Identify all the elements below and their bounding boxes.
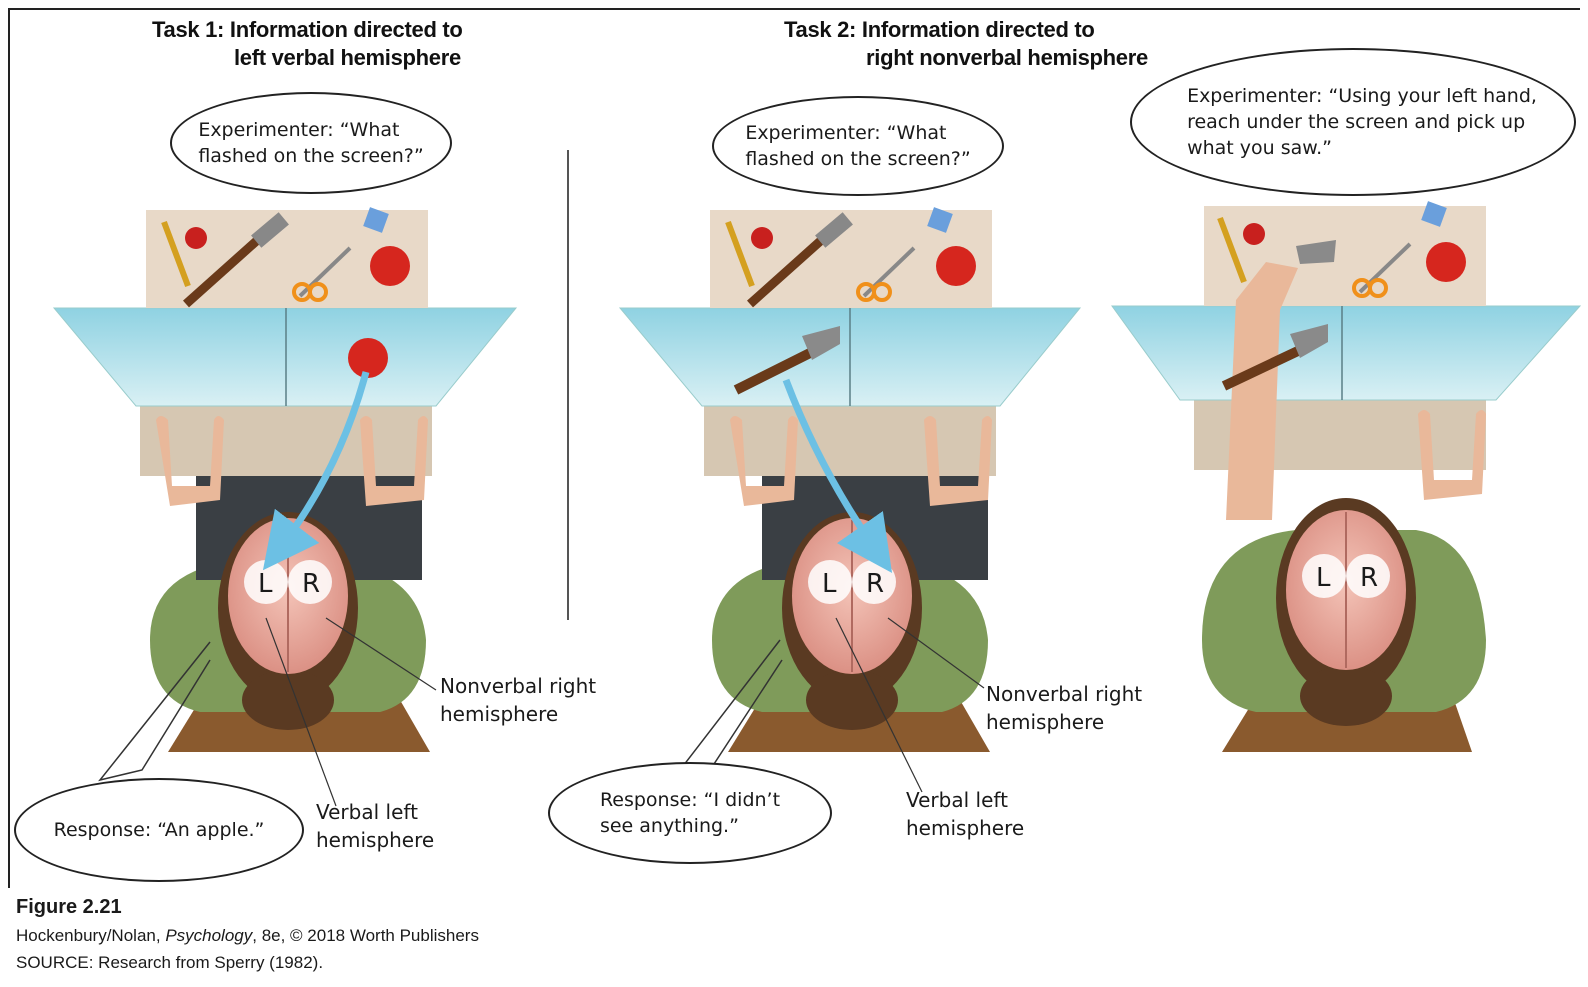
ball-icon bbox=[185, 227, 207, 249]
task1-response-bubble: Response: “An apple.” bbox=[14, 778, 304, 882]
left-hemisphere-letter: L bbox=[1316, 563, 1331, 593]
left-hemisphere-letter: L bbox=[822, 569, 837, 599]
right-hemisphere-letter: R bbox=[302, 569, 320, 599]
right-hemisphere-letter: R bbox=[1360, 563, 1378, 593]
right-hemisphere-letter: R bbox=[866, 569, 884, 599]
figure-title: Figure 2.21 bbox=[16, 896, 122, 919]
apple-icon bbox=[936, 246, 976, 286]
figure-credit: Hockenbury/Nolan, Psychology, 8e, © 2018… bbox=[16, 926, 479, 946]
ball-icon bbox=[751, 227, 773, 249]
table bbox=[140, 406, 432, 476]
table bbox=[704, 406, 996, 476]
flashed-apple-icon bbox=[348, 338, 388, 378]
ball-icon bbox=[1243, 223, 1265, 245]
figure-source: SOURCE: Research from Sperry (1982). bbox=[16, 953, 323, 973]
task3-experimenter-bubble: Experimenter: “Using your left hand,reac… bbox=[1130, 48, 1576, 196]
apple-icon bbox=[1426, 242, 1466, 282]
panel-task3: L R bbox=[1112, 201, 1580, 752]
left-hemisphere-letter: L bbox=[258, 569, 273, 599]
apple-icon bbox=[370, 246, 410, 286]
screen bbox=[54, 308, 516, 406]
screen bbox=[1112, 306, 1580, 400]
